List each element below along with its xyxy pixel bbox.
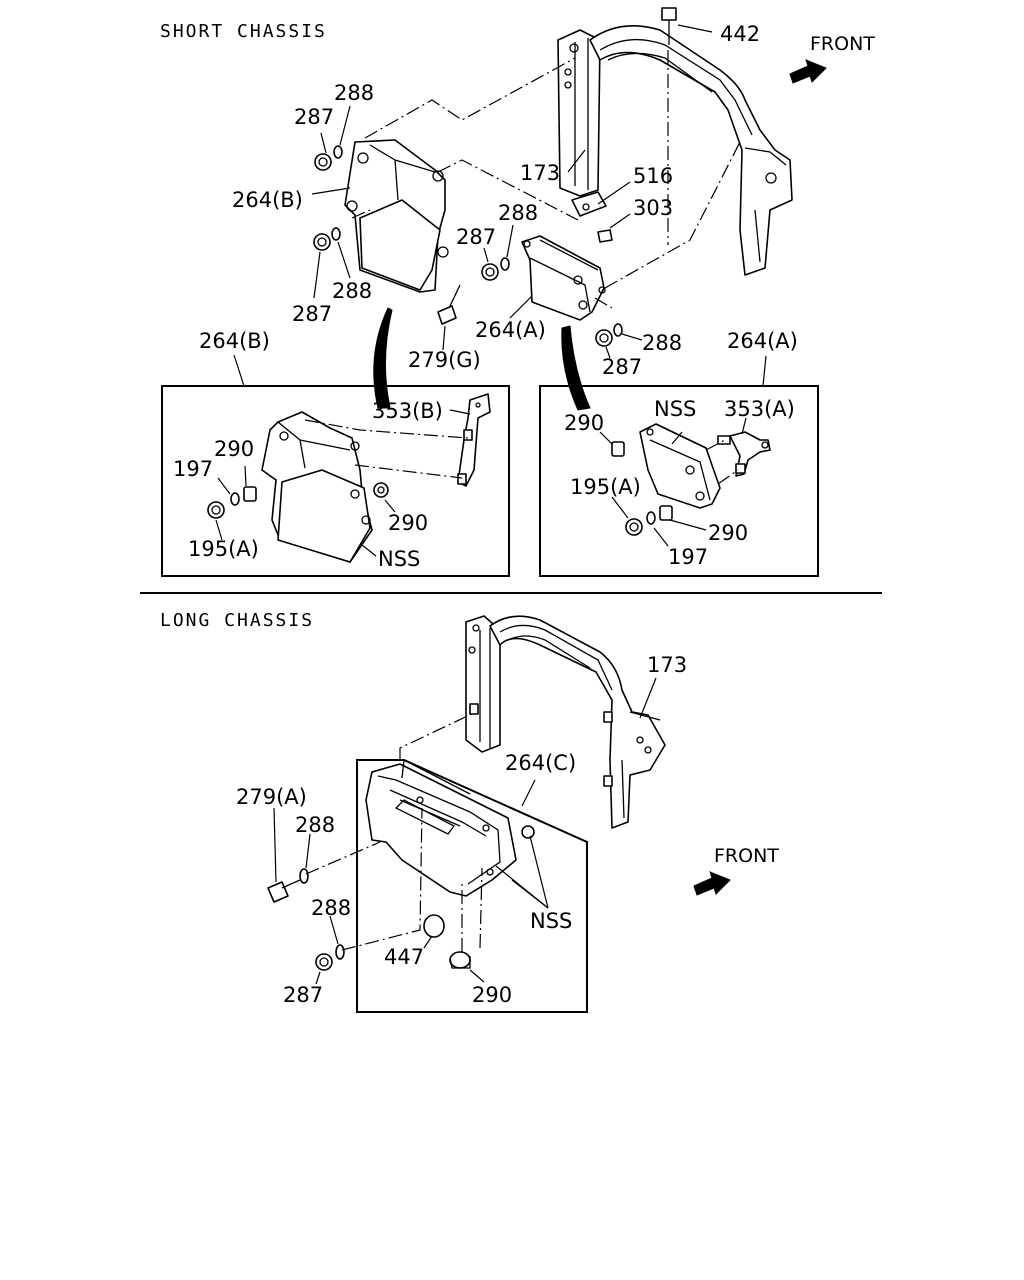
crossmember-top <box>557 24 793 276</box>
label-287-c: 287 <box>292 302 332 326</box>
long-dash-c <box>341 807 423 951</box>
label-287-b: 287 <box>456 225 496 249</box>
long-label-287: 287 <box>283 983 323 1007</box>
callout-pointer-right <box>561 325 591 411</box>
long-label-288a: 288 <box>295 813 335 837</box>
label-288-b: 288 <box>498 201 538 225</box>
bolt-279g <box>437 284 461 351</box>
inset-left-label-290b: 290 <box>388 511 428 535</box>
inset-right-title: 264(A) <box>727 329 798 353</box>
front-label-bottom: FRONT <box>714 845 779 867</box>
inset-right-dash-b <box>717 469 739 485</box>
long-label-279a: 279(A) <box>236 785 307 809</box>
connection-lines-top <box>351 50 741 309</box>
inset-left-dash-a <box>304 419 469 439</box>
bracket-353a <box>717 431 771 477</box>
inset-right-label-197: 197 <box>668 545 708 569</box>
inset-right-label-353a: 353(A) <box>724 397 795 421</box>
inset-left-label-nss: NSS <box>378 547 420 571</box>
inset-right-fasteners <box>599 417 747 547</box>
long-dash-b <box>305 841 381 875</box>
label-287-d: 287 <box>602 355 642 379</box>
inset-left-label-195a: 195(A) <box>188 537 259 561</box>
label-264a-top: 264(A) <box>475 318 546 342</box>
callout-pointer-left <box>373 307 393 409</box>
inset-right-dash-a <box>705 439 726 451</box>
label-288-d: 288 <box>642 331 682 355</box>
nut-303 <box>597 229 613 243</box>
front-arrow-top <box>789 59 827 84</box>
long-fasteners <box>267 807 549 985</box>
label-516: 516 <box>633 164 673 188</box>
inset-left-dash-b <box>354 464 463 479</box>
inset-left-label-197: 197 <box>173 457 213 481</box>
long-label-264c: 264(C) <box>505 751 576 775</box>
bolt-442 <box>661 7 713 45</box>
inset-left-title: 264(B) <box>199 329 270 353</box>
nut-washer-group-d <box>595 323 643 359</box>
nut-washer-group-a <box>314 105 351 171</box>
long-label-nss: NSS <box>530 909 572 933</box>
inset-right-box <box>539 385 819 577</box>
label-442: 442 <box>720 22 760 46</box>
label-287-a: 287 <box>294 105 334 129</box>
label-279g: 279(G) <box>408 348 481 372</box>
inset-right-label-290b: 290 <box>708 521 748 545</box>
part-264b-detail <box>261 411 373 563</box>
part-264a-detail <box>639 423 721 509</box>
part-264a-top <box>521 235 606 321</box>
front-label-top: FRONT <box>810 33 875 55</box>
label-288-a: 288 <box>334 81 374 105</box>
inset-left-label-353b: 353(B) <box>372 399 443 423</box>
label-173-top: 173 <box>520 161 560 185</box>
nut-washer-group-b <box>481 224 514 281</box>
nut-washer-group-c <box>313 227 351 299</box>
long-chassis-heading: LONG CHASSIS <box>160 610 314 631</box>
crossmember-long <box>465 615 666 829</box>
inset-right-label-nss: NSS <box>654 397 696 421</box>
long-label-173: 173 <box>647 653 687 677</box>
short-chassis-heading: SHORT CHASSIS <box>160 21 327 42</box>
label-264b-top: 264(B) <box>232 188 303 212</box>
bracket-353b <box>457 393 491 487</box>
long-label-447: 447 <box>384 945 424 969</box>
inset-left-box <box>161 385 510 577</box>
inset-right-label-195a: 195(A) <box>570 475 641 499</box>
long-label-288b: 288 <box>311 896 351 920</box>
label-288-c: 288 <box>332 279 372 303</box>
part-264c <box>365 758 535 897</box>
long-dash-e <box>479 867 483 949</box>
label-303: 303 <box>633 196 673 220</box>
long-label-290: 290 <box>472 983 512 1007</box>
inset-right-label-290a: 290 <box>564 411 604 435</box>
part-264b-top <box>344 139 449 293</box>
front-arrow-bottom <box>693 871 731 896</box>
inset-long-box <box>356 759 588 1013</box>
inset-left-label-290a: 290 <box>214 437 254 461</box>
inset-left-fasteners <box>207 465 396 557</box>
long-dash-a <box>399 711 477 760</box>
